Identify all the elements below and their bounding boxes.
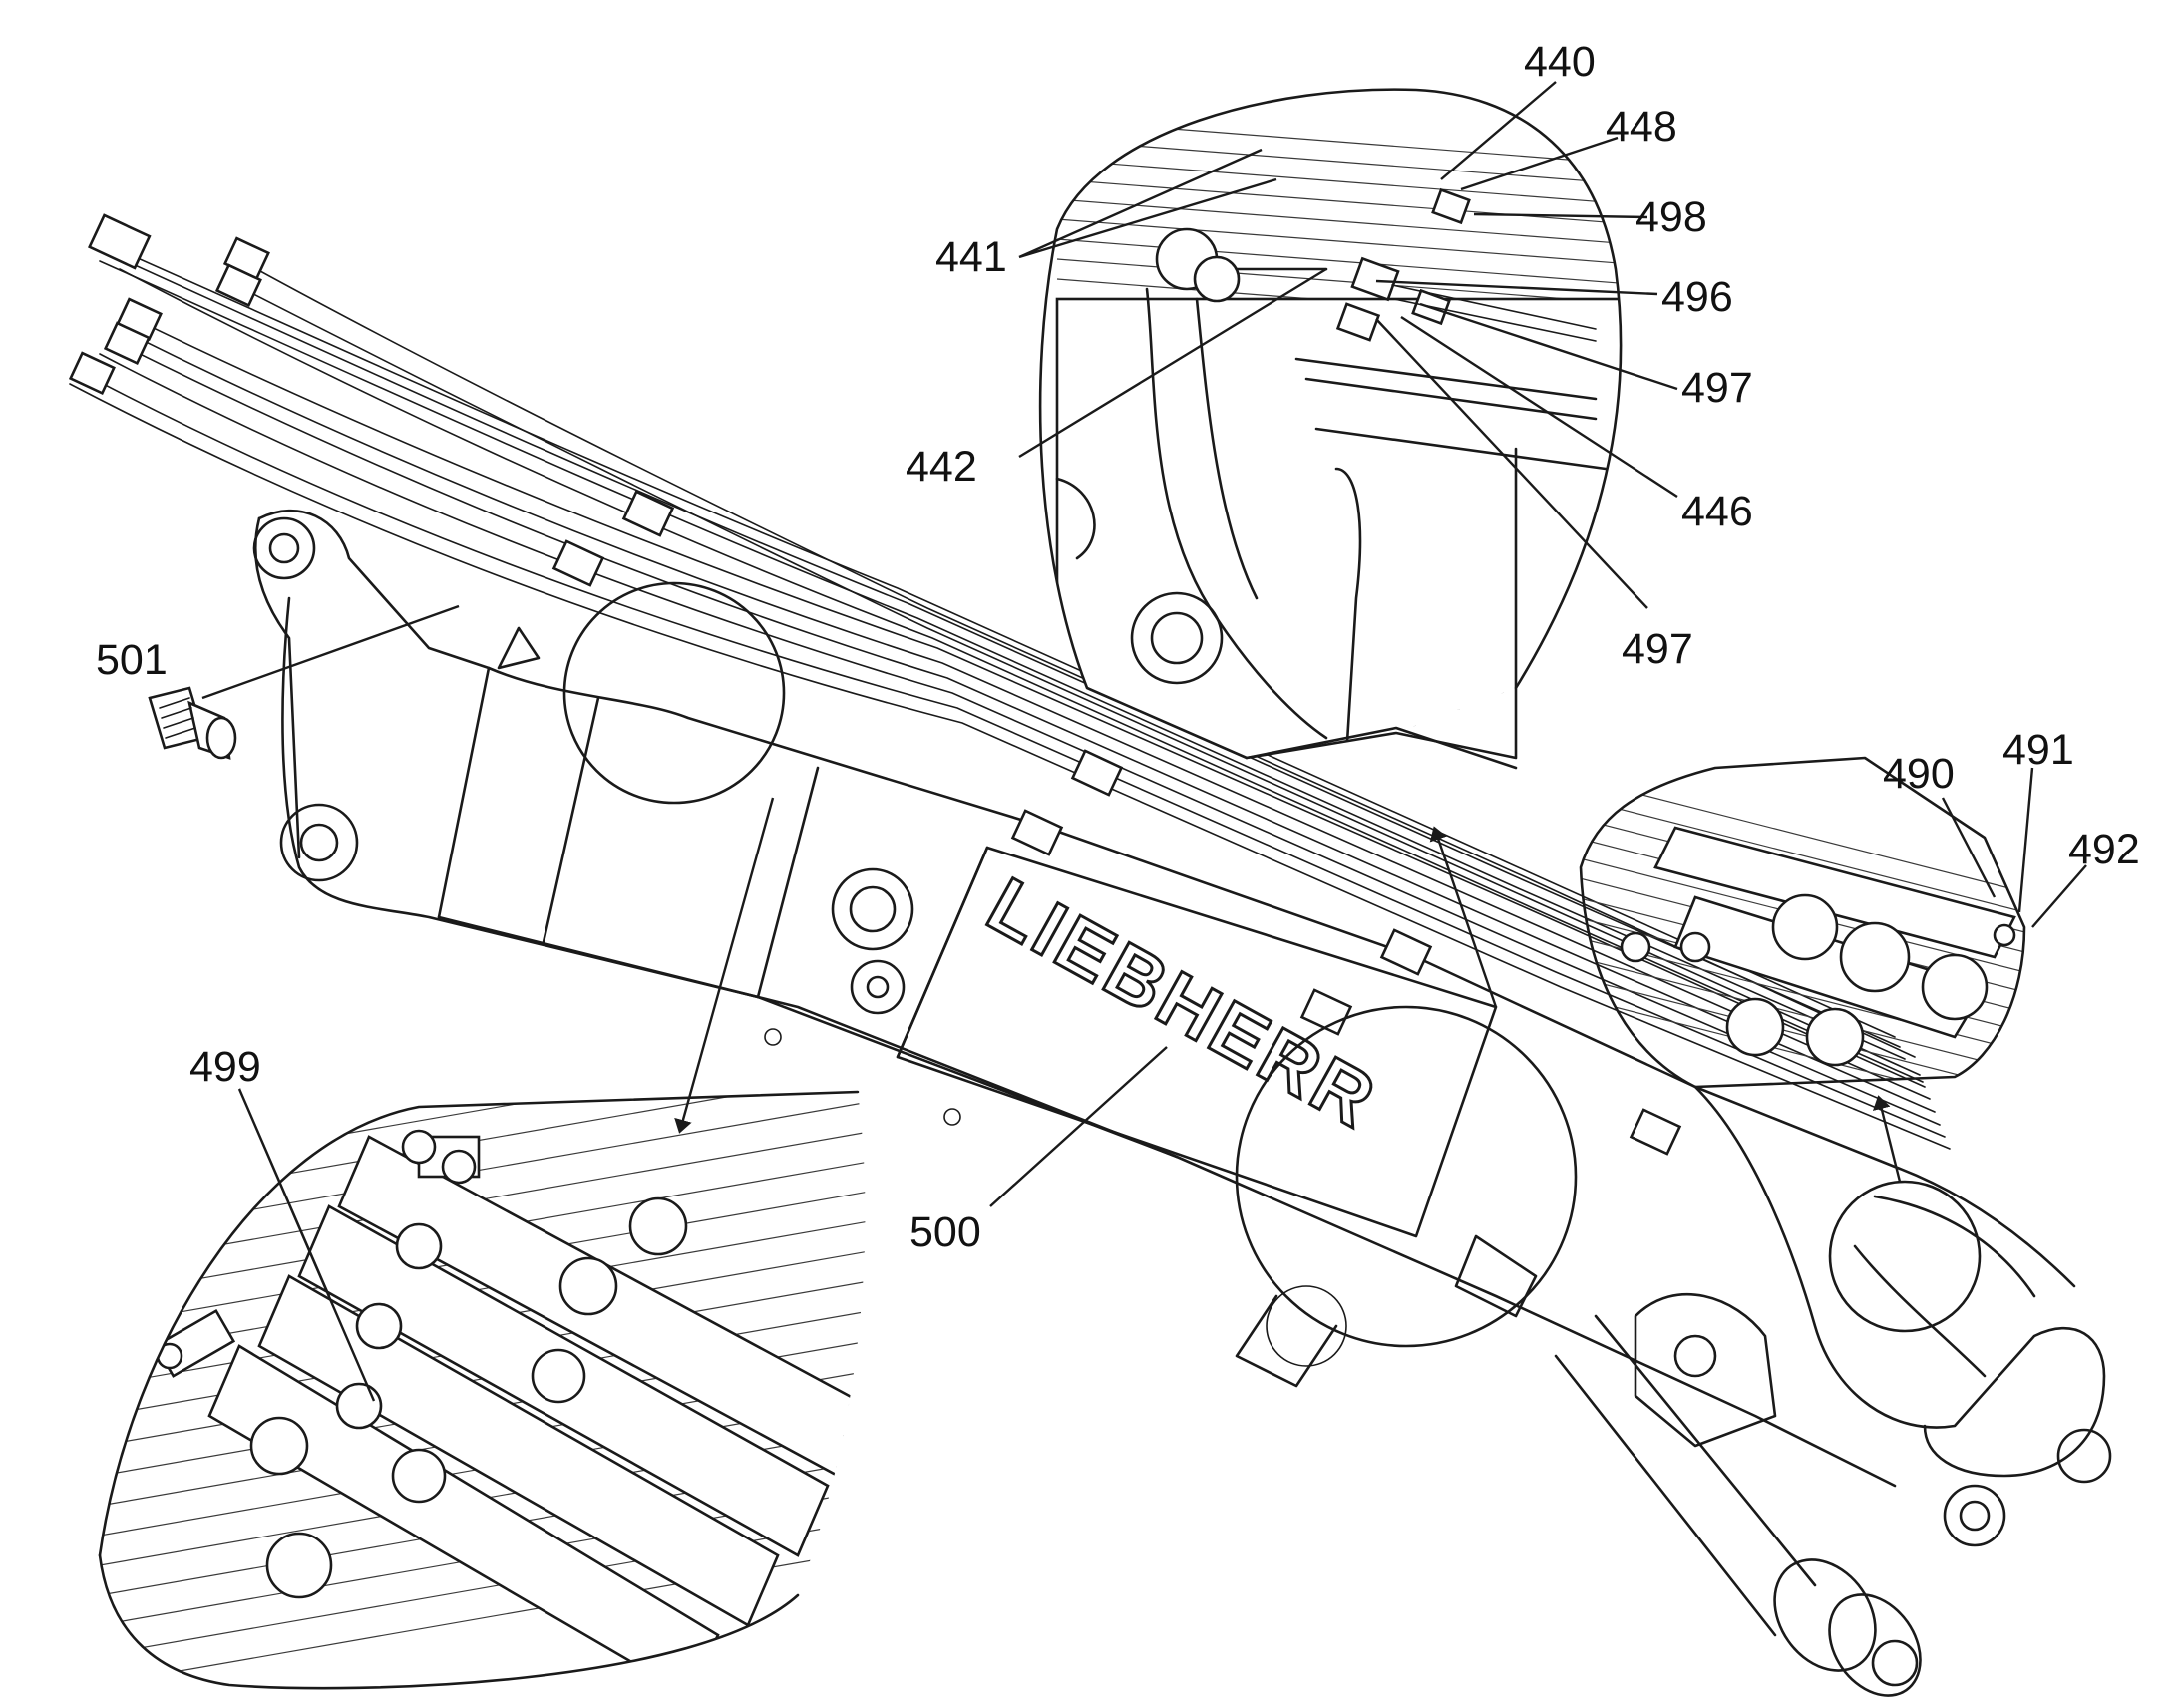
ref-label-501: 501: [96, 636, 168, 684]
detail-circle-rear: [1828, 1180, 1982, 1333]
fitting-501: [148, 686, 237, 760]
ref-label-490: 490: [1883, 750, 1955, 798]
ref-label-496: 496: [1661, 273, 1733, 321]
ref-label-442: 442: [906, 443, 977, 491]
ref-label-491: 491: [2002, 726, 2074, 774]
ref-label-441: 441: [935, 233, 1007, 281]
ref-label-497-bottom: 497: [1622, 625, 1693, 673]
reference-labels: 440 448 441 498 496 442 497 446 497 490 …: [96, 38, 2140, 1256]
detail-circle-front: [562, 581, 786, 805]
ref-label-499: 499: [189, 1043, 261, 1091]
ref-label-500: 500: [909, 1208, 981, 1256]
detail-arrows: [674, 797, 1902, 1183]
detail-inset-top: [1038, 88, 1623, 770]
ref-label-440: 440: [1524, 38, 1596, 86]
ref-label-446: 446: [1681, 488, 1753, 535]
detail-circle-middle: [1235, 1005, 1578, 1348]
ref-label-497-top: 497: [1681, 364, 1753, 412]
detail-inset-bottom-left: [98, 1090, 866, 1690]
detail-inset-right: [1579, 756, 2026, 1089]
hose-bundle: [68, 213, 1951, 1156]
ref-label-498: 498: [1635, 193, 1707, 241]
ref-label-492: 492: [2068, 826, 2140, 873]
leader-lines: [201, 81, 2087, 1402]
ref-label-448: 448: [1606, 103, 1677, 151]
